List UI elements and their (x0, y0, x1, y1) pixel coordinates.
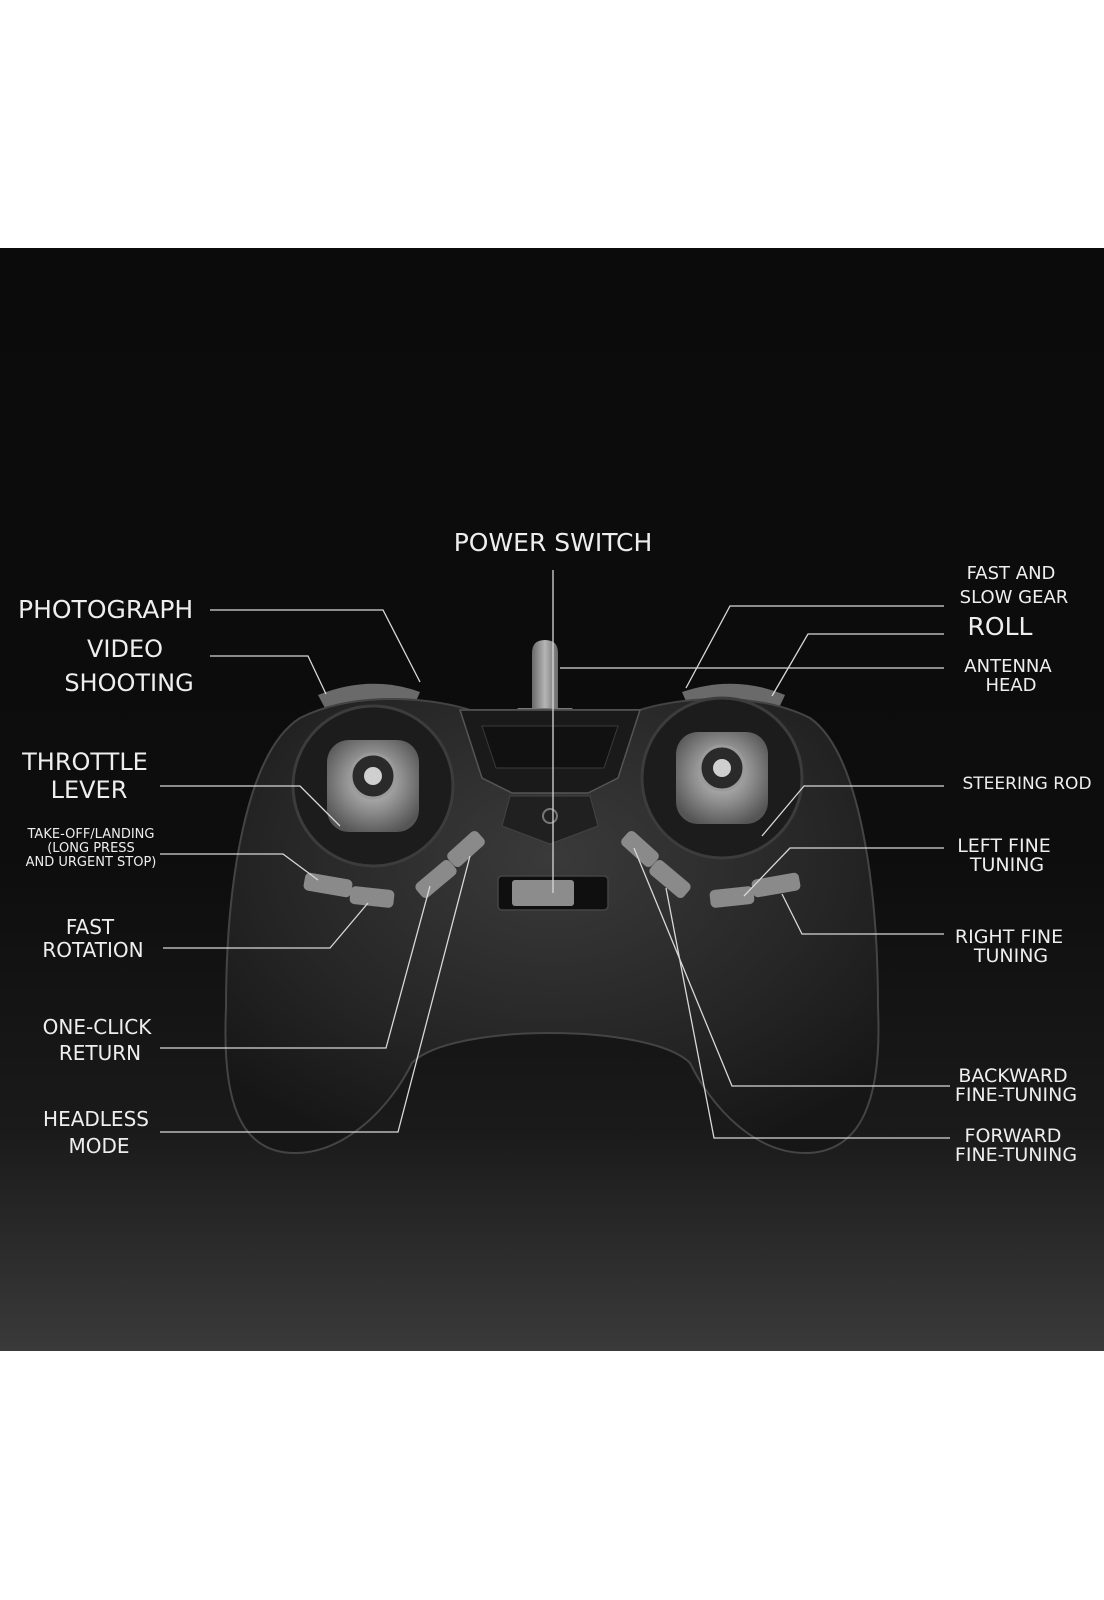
label-takeoff-line1: TAKE-OFF/LANDING (27, 827, 155, 842)
leader-forward-fine-tuning (665, 887, 950, 1139)
label-takeoff-line2: (LONG PRESS (47, 841, 135, 856)
label-headless-line1: HEADLESS (43, 1107, 149, 1131)
leader-right-fine-tuning (781, 893, 944, 935)
diagram-panel: POWER SWITCH PHOTOGRAPH VIDEO SHOOTING T… (0, 248, 1104, 1351)
label-video-line1: VIDEO (87, 635, 163, 663)
label-right-fine-line2: TUNING (973, 945, 1048, 967)
label-left-fine-line1: LEFT FINE (957, 835, 1051, 857)
leader-fast-slow-gear (685, 605, 944, 689)
leader-roll (771, 633, 944, 697)
label-photograph: PHOTOGRAPH (18, 595, 193, 624)
leader-throttle-lever (160, 785, 341, 827)
label-takeoff-line3: AND URGENT STOP) (26, 855, 157, 870)
label-antenna-line2: HEAD (985, 675, 1036, 696)
label-roll: ROLL (968, 612, 1033, 641)
label-right-fine-line1: RIGHT FINE (955, 926, 1063, 948)
one-click-return-button[interactable] (413, 858, 458, 900)
label-steering-rod: STEERING ROD (962, 774, 1091, 794)
label-left-fine-line2: TUNING (969, 854, 1044, 876)
leader-fast-rotation (163, 902, 369, 949)
headless-mode-button[interactable] (445, 829, 487, 869)
leader-one-click-return (160, 885, 431, 1049)
label-fast-slow-line2: SLOW GEAR (960, 587, 1069, 608)
label-antenna-line1: ANTENNA (964, 656, 1052, 677)
leader-headless-mode (160, 855, 471, 1133)
center-emblem (501, 795, 599, 845)
label-one-click-line1: ONE-CLICK (43, 1015, 153, 1039)
label-headless-line2: MODE (68, 1134, 129, 1158)
power-switch[interactable] (512, 880, 574, 906)
left-stick-knob-center (364, 767, 382, 785)
logo-icon (542, 808, 558, 824)
remote-controller (224, 640, 880, 1155)
label-forward-line1: FORWARD (965, 1125, 1062, 1147)
controller-diagram: POWER SWITCH PHOTOGRAPH VIDEO SHOOTING T… (18, 528, 1092, 1166)
center-display (481, 725, 619, 769)
label-throttle-line2: LEVER (51, 776, 128, 804)
label-fast-rotation-line2: ROTATION (42, 938, 143, 962)
label-power-switch: POWER SWITCH (454, 528, 653, 557)
right-fine-tuning-button[interactable] (751, 872, 801, 898)
leader-takeoff-landing (160, 853, 319, 881)
leader-steering-rod (761, 785, 944, 837)
label-video-line2: SHOOTING (64, 669, 193, 697)
label-forward-line2: FINE-TUNING (955, 1144, 1077, 1166)
leader-photograph (210, 609, 421, 683)
left-fine-tuning-button[interactable] (709, 886, 755, 909)
label-one-click-line2: RETURN (59, 1041, 141, 1065)
label-fast-slow-line1: FAST AND (967, 563, 1056, 584)
leader-video-shooting (210, 655, 327, 695)
label-throttle-line1: THROTTLE (21, 748, 148, 776)
backward-trim-button[interactable] (619, 829, 661, 869)
label-backward-line2: FINE-TUNING (955, 1084, 1077, 1106)
label-fast-rotation-line1: FAST (66, 915, 115, 939)
antenna-head (532, 640, 558, 708)
label-backward-line1: BACKWARD (958, 1065, 1067, 1087)
leader-left-fine-tuning (743, 847, 944, 897)
labels: POWER SWITCH PHOTOGRAPH VIDEO SHOOTING T… (18, 528, 1092, 1166)
leader-lines (160, 570, 950, 1139)
forward-trim-button[interactable] (647, 858, 692, 900)
right-stick-knob-center (713, 759, 731, 777)
leader-backward-fine-tuning (633, 847, 950, 1087)
fast-rotation-button[interactable] (349, 886, 395, 909)
